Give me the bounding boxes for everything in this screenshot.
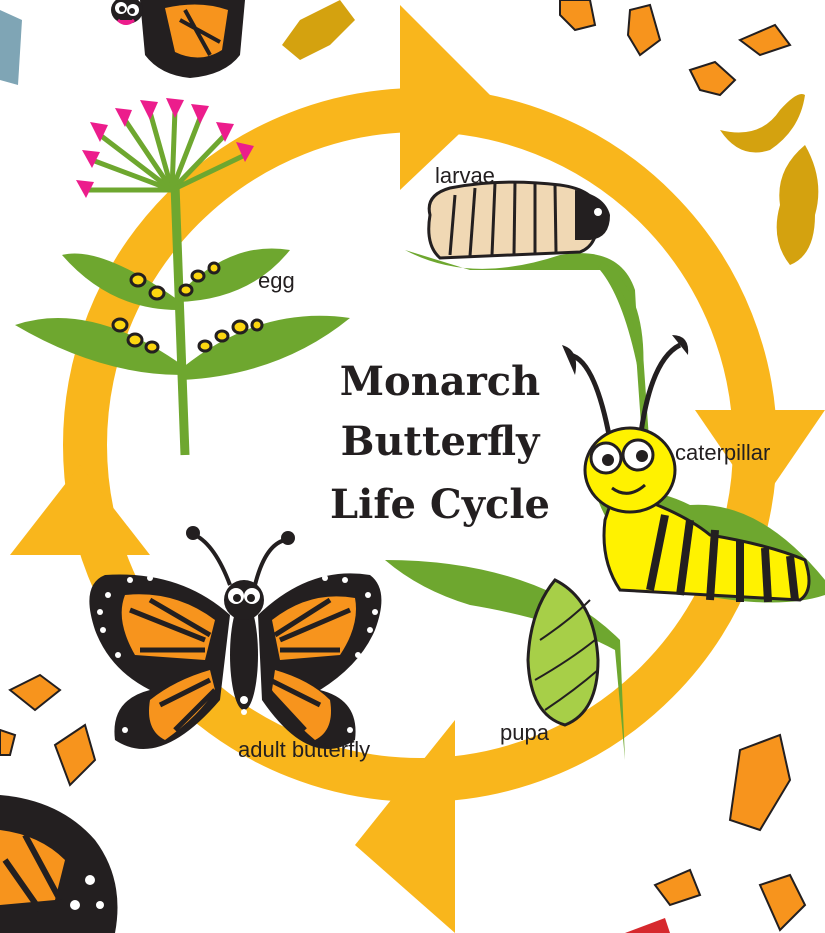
diagram-title: Monarch Butterfly Life Cycle — [330, 358, 550, 528]
cycle-ring — [10, 5, 825, 933]
small-butterfly-10 — [760, 875, 805, 930]
label-pupa: pupa — [500, 720, 550, 745]
falling-leaf-1 — [282, 0, 355, 60]
small-butterfly-9 — [655, 870, 700, 905]
falling-leaf-3 — [777, 145, 819, 265]
small-butterfly-5 — [10, 675, 60, 710]
label-egg: egg — [258, 268, 295, 293]
label-adult-butterfly: adult butterfly — [238, 737, 370, 762]
label-larvae: larvae — [435, 163, 495, 188]
small-butterfly-6 — [55, 725, 95, 785]
label-caterpillar: caterpillar — [675, 440, 770, 465]
small-butterfly-3 — [740, 25, 790, 55]
small-butterfly-7 — [0, 730, 15, 755]
title-line-2: Butterfly — [341, 418, 541, 465]
title-line-1: Monarch — [340, 358, 540, 405]
caterpillar-stage — [562, 335, 825, 603]
small-butterfly-1 — [560, 0, 595, 30]
cycle-arrow-left — [10, 465, 150, 555]
small-butterfly-8 — [730, 735, 790, 830]
small-butterfly-2 — [628, 5, 660, 55]
title-line-3: Life Cycle — [330, 481, 550, 528]
small-butterfly-4 — [690, 62, 735, 95]
corner-butterfly-top — [111, 0, 245, 78]
falling-leaf-2 — [720, 94, 805, 153]
corner-butterfly-bottom-left — [0, 795, 118, 933]
